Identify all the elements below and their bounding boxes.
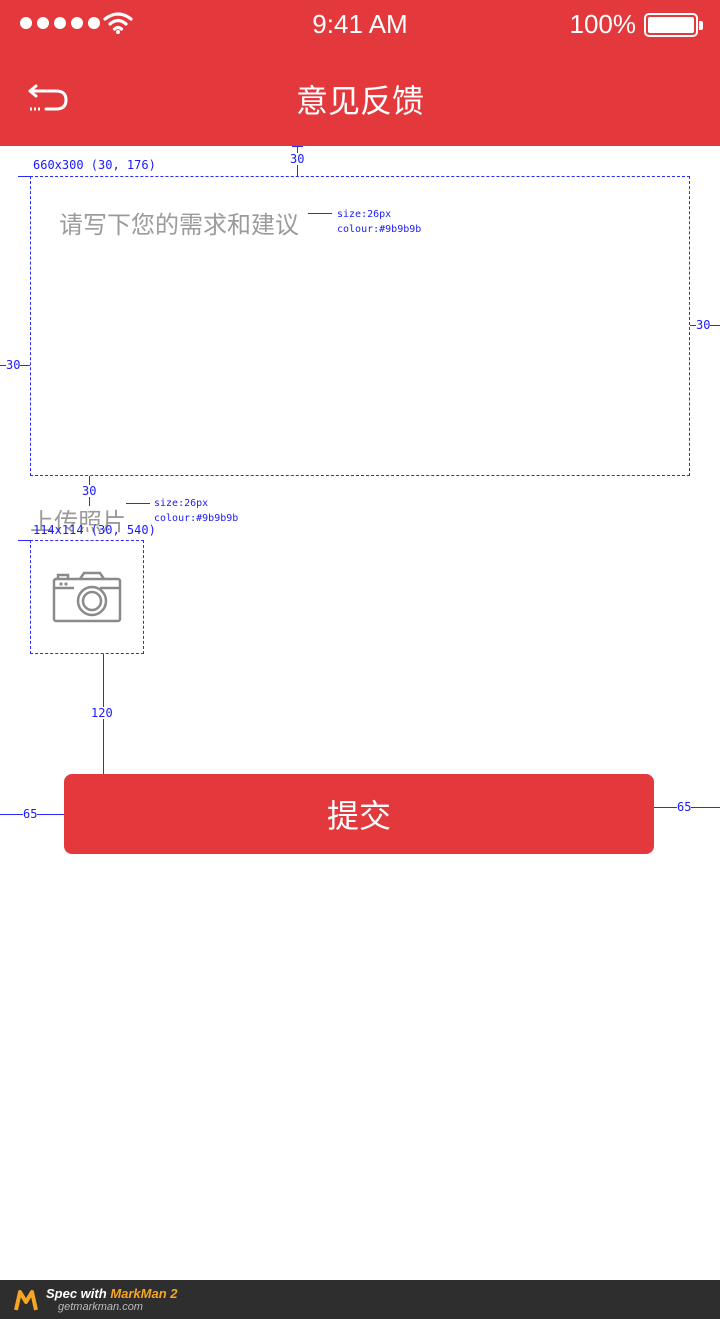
annotation-line	[292, 146, 303, 147]
status-time: 9:41 AM	[312, 9, 408, 39]
status-bar: 9:41 AM 100%	[0, 0, 720, 48]
annotation-font-colour: colour:#9b9b9b	[154, 513, 239, 524]
annotation-right-gap: 30	[696, 318, 711, 332]
upload-photo-label: 上传照片	[30, 508, 126, 536]
annotation-gap-to-button: 120	[91, 706, 113, 720]
annotation-left-gap: 30	[6, 358, 21, 372]
annotation-button-left: 65	[23, 807, 38, 821]
annotation-font-size: size:26px	[337, 209, 392, 220]
annotation-gap-below: 30	[82, 484, 97, 498]
annotation-line	[126, 503, 150, 504]
signal-strength-icon	[20, 17, 100, 29]
markman-logo-icon	[14, 1290, 38, 1311]
wifi-icon	[103, 12, 133, 34]
annotation-font-colour: colour:#9b9b9b	[337, 224, 422, 235]
page-title: 意见反馈	[295, 82, 424, 120]
annotation-line	[18, 540, 30, 541]
footer-spec-text: Spec with MarkMan 2	[46, 1286, 178, 1301]
annotation-line	[308, 213, 332, 214]
annotation-line	[18, 176, 30, 177]
annotation-box-size: 660x300 (30, 176)	[33, 158, 156, 172]
annotation-button-right: 65	[677, 800, 692, 814]
camera-icon	[52, 571, 122, 623]
feedback-input[interactable]	[30, 176, 690, 476]
battery-icon	[644, 13, 703, 37]
footer-url: getmarkman.com	[58, 1301, 143, 1313]
annotation-top-gap: 30	[290, 152, 305, 166]
annotation-box-size: 114x114 (30, 540)	[33, 523, 156, 537]
footer-bar: Spec with MarkMan 2 getmarkman.com	[0, 1280, 720, 1319]
footer-brand: MarkMan 2	[110, 1286, 178, 1301]
battery-percentage: 100%	[569, 9, 637, 39]
submit-button[interactable]: 提交	[64, 774, 654, 854]
back-arrow-icon[interactable]	[26, 76, 72, 116]
navigation-bar: 意见反馈	[0, 48, 720, 146]
annotation-font-size: size:26px	[154, 498, 209, 509]
upload-photo-button[interactable]	[30, 540, 144, 654]
